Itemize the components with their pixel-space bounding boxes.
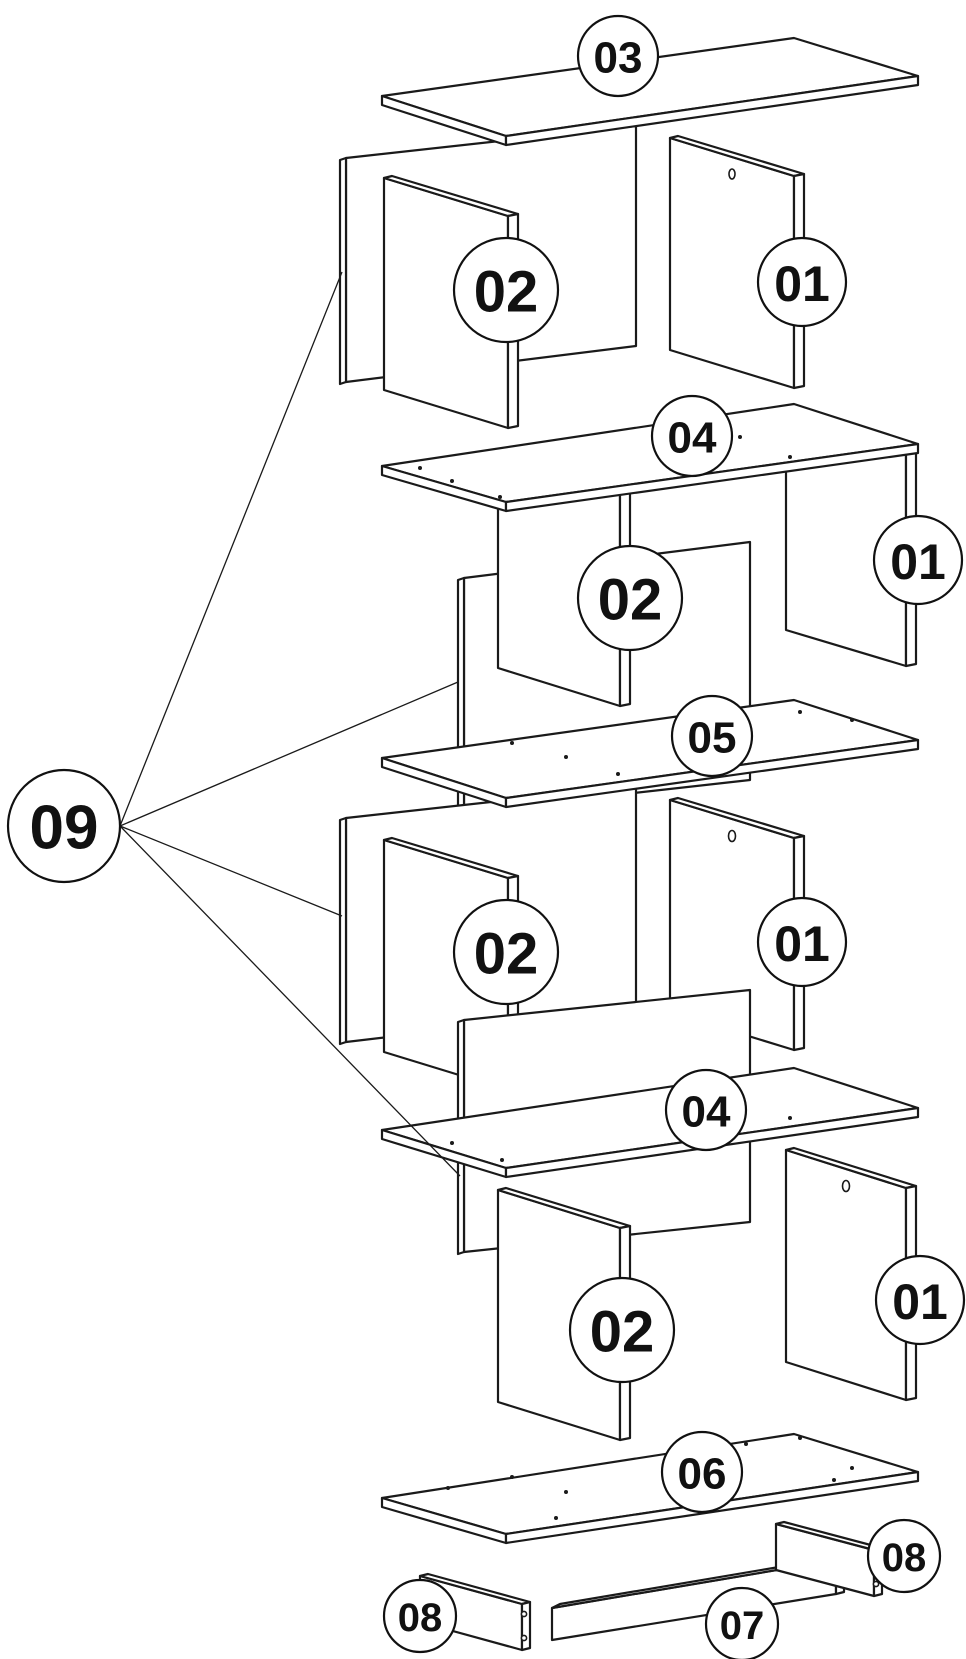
svg-text:08: 08 <box>882 1536 927 1580</box>
callout-09: 09 <box>6 768 122 884</box>
leader-lines <box>119 271 461 1177</box>
callout-05: 05 <box>670 694 754 778</box>
svg-text:03: 03 <box>594 34 643 83</box>
top-panel <box>380 36 920 147</box>
svg-text:02: 02 <box>474 260 539 325</box>
svg-text:01: 01 <box>774 916 830 972</box>
svg-text:04: 04 <box>682 1088 731 1137</box>
svg-text:04: 04 <box>668 414 717 463</box>
svg-text:02: 02 <box>474 922 539 987</box>
bottom-panel <box>380 1432 920 1545</box>
svg-text:01: 01 <box>774 256 830 312</box>
svg-text:02: 02 <box>598 568 663 633</box>
svg-text:07: 07 <box>720 1604 765 1648</box>
callout-01-tier-2: 01 <box>872 514 964 606</box>
side-panel-02-tier-4 <box>496 1186 632 1442</box>
callout-06: 06 <box>660 1430 744 1514</box>
callout-02-tier-3: 02 <box>452 898 560 1006</box>
svg-text:08: 08 <box>398 1596 443 1640</box>
side-panel-01-tier-4 <box>784 1146 918 1402</box>
callout-08-left: 08 <box>382 1578 458 1654</box>
svg-text:01: 01 <box>890 534 946 590</box>
svg-text:06: 06 <box>678 1450 727 1499</box>
callout-03: 03 <box>576 14 660 98</box>
svg-text:05: 05 <box>688 714 737 763</box>
svg-text:09: 09 <box>30 794 99 863</box>
callout-08-right: 08 <box>866 1518 942 1594</box>
callout-02-tier-4: 02 <box>568 1276 676 1384</box>
callout-02-tier-2: 02 <box>576 544 684 652</box>
callout-02-tier-1: 02 <box>452 236 560 344</box>
callout-07: 07 <box>704 1586 780 1659</box>
callout-04-lower: 04 <box>664 1068 748 1152</box>
callout-01-tier-1: 01 <box>756 236 848 328</box>
callout-01-tier-3: 01 <box>756 896 848 988</box>
callout-04-upper: 04 <box>650 394 734 478</box>
shelf-04-upper <box>380 402 920 513</box>
svg-text:02: 02 <box>590 1300 655 1365</box>
svg-text:01: 01 <box>892 1274 948 1330</box>
callout-01-tier-4: 01 <box>874 1254 966 1346</box>
